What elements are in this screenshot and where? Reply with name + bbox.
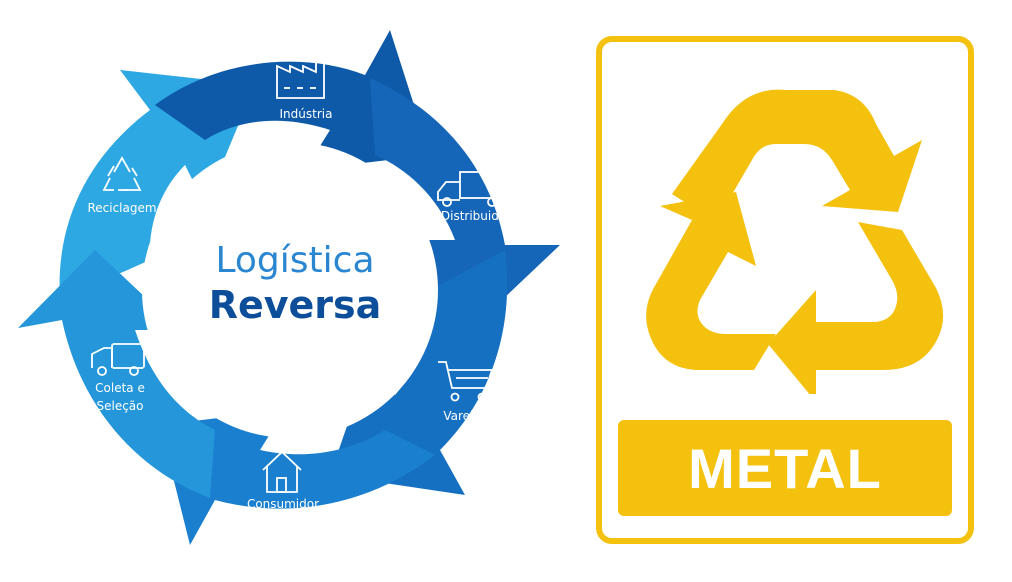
step-varejo: Varejo xyxy=(438,361,494,423)
step-label-distribuidor: Distribuidor xyxy=(441,209,511,223)
shopping-cart-icon xyxy=(438,361,494,402)
collection-truck-icon xyxy=(91,343,145,376)
cycle-ring xyxy=(18,30,560,545)
step-label-varejo: Varejo xyxy=(443,409,480,423)
truck-icon xyxy=(437,171,507,207)
metal-label: METAL xyxy=(688,436,882,500)
step-label-coleta-1: Coleta e xyxy=(95,381,145,395)
segment-industria xyxy=(155,30,430,170)
segment-varejo xyxy=(330,250,508,495)
step-coleta: Coleta e Seleção xyxy=(91,343,145,413)
step-industria: Indústria xyxy=(276,57,333,121)
step-label-consumidor: Consumidor xyxy=(247,497,319,511)
factory-icon xyxy=(276,57,325,99)
recycle-icon xyxy=(646,89,944,394)
step-label-reciclagem: Reciclagem xyxy=(87,201,156,215)
step-distribuidor: Distribuidor xyxy=(437,171,511,223)
reverse-logistics-diagram: Logística Reversa Indústria Distribuidor… xyxy=(18,30,560,545)
center-title-bold: Reversa xyxy=(209,283,382,327)
center-circle xyxy=(142,142,438,438)
segment-coleta xyxy=(18,250,215,498)
house-icon xyxy=(262,450,302,493)
metal-label-plate: METAL xyxy=(618,420,952,516)
step-reciclagem: Reciclagem xyxy=(87,156,157,215)
segment-distribuidor xyxy=(370,78,560,335)
step-label-industria: Indústria xyxy=(280,107,333,121)
recycle-icon xyxy=(102,156,142,191)
step-consumidor: Consumidor xyxy=(247,450,319,511)
step-label-coleta-2: Seleção xyxy=(96,399,143,413)
metal-recycling-sign: METAL xyxy=(596,36,974,544)
center-title-light: Logística xyxy=(215,240,374,281)
